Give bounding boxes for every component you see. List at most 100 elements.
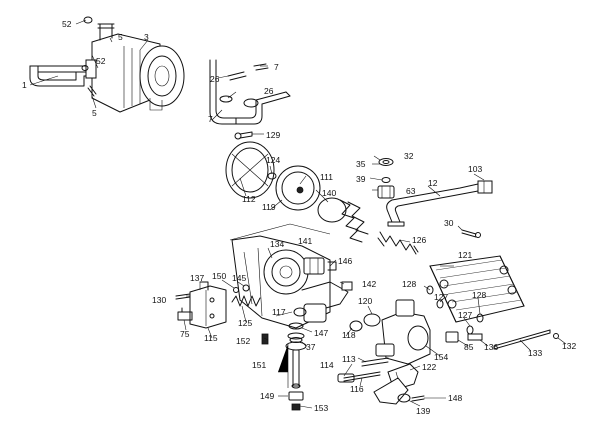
screw-153 bbox=[291, 403, 301, 411]
callout-115: 115 bbox=[204, 333, 218, 343]
screw-30 bbox=[461, 229, 481, 238]
callout-30: 30 bbox=[444, 218, 454, 228]
ring-147 bbox=[288, 322, 304, 330]
washer-32 bbox=[378, 158, 394, 166]
callout-7: 7 bbox=[274, 62, 279, 72]
callout-116: 116 bbox=[350, 384, 364, 394]
callout-52: 52 bbox=[62, 19, 72, 29]
heat-exchanger-121 bbox=[429, 255, 525, 323]
callout-142: 142 bbox=[362, 279, 376, 289]
callout-141: 141 bbox=[298, 236, 312, 246]
nut-132 bbox=[553, 333, 559, 339]
callout-140: 140 bbox=[322, 188, 336, 198]
callout-26: 26 bbox=[210, 74, 220, 84]
valve-body-134 bbox=[231, 235, 349, 329]
clip-52 bbox=[81, 16, 93, 71]
pin-150 bbox=[233, 287, 239, 293]
spring-125 bbox=[231, 295, 261, 307]
plug-63 bbox=[377, 185, 395, 199]
tap-139 bbox=[373, 377, 411, 405]
callout-148: 148 bbox=[448, 393, 462, 403]
insert-117 bbox=[293, 307, 307, 317]
cover-112 bbox=[225, 141, 275, 199]
callout-128: 128 bbox=[402, 279, 416, 289]
callout-147: 147 bbox=[314, 328, 328, 338]
callout-5: 5 bbox=[92, 108, 97, 118]
ring-145 bbox=[242, 284, 250, 292]
leader-lines bbox=[29, 19, 567, 409]
callout-137: 137 bbox=[190, 273, 204, 283]
plug-142 bbox=[341, 281, 353, 291]
screw-148 bbox=[411, 395, 425, 402]
clip-5 bbox=[87, 85, 97, 97]
nut-85 bbox=[445, 331, 459, 343]
insert-120 bbox=[363, 313, 381, 327]
callout-37: 37 bbox=[306, 342, 316, 352]
callout-132: 132 bbox=[562, 341, 576, 351]
rod-133 bbox=[493, 329, 551, 350]
screw-130 bbox=[175, 293, 191, 300]
bypass-pipe-1 bbox=[29, 65, 93, 87]
spring-126 bbox=[377, 231, 419, 255]
nut-149 bbox=[288, 391, 304, 401]
callout-labels: 1 52 52 5 3 5 26 26 7 7 129 32 35 39 63 … bbox=[22, 19, 576, 416]
callout-146: 146 bbox=[338, 256, 352, 266]
callout-1: 1 bbox=[22, 80, 27, 90]
sensor-113 bbox=[361, 357, 389, 367]
callout-52: 52 bbox=[96, 56, 106, 66]
pump-3 bbox=[85, 23, 185, 113]
callout-136: 136 bbox=[484, 342, 498, 352]
callout-128: 128 bbox=[472, 290, 486, 300]
callout-114: 114 bbox=[320, 360, 334, 370]
callout-122: 122 bbox=[422, 362, 436, 372]
callout-150: 150 bbox=[212, 271, 226, 281]
diaphragm-111 bbox=[275, 165, 321, 211]
callout-113: 113 bbox=[342, 354, 356, 364]
callout-12: 12 bbox=[428, 178, 438, 188]
callout-127: 127 bbox=[434, 292, 448, 302]
callout-32: 32 bbox=[404, 151, 414, 161]
callout-112: 112 bbox=[242, 194, 256, 204]
callout-26: 26 bbox=[264, 86, 274, 96]
callout-103: 103 bbox=[468, 164, 482, 174]
nipple-146 bbox=[327, 261, 337, 271]
callout-111: 111 bbox=[320, 172, 333, 182]
callout-5: 5 bbox=[118, 32, 123, 42]
callout-134: 134 bbox=[270, 239, 284, 249]
pipe-12 bbox=[386, 180, 493, 227]
callout-75: 75 bbox=[180, 329, 190, 339]
bracket-115 bbox=[189, 285, 227, 329]
fitting-118 bbox=[349, 320, 363, 332]
callout-127: 127 bbox=[458, 310, 472, 320]
callout-120: 120 bbox=[358, 296, 372, 306]
callout-153: 153 bbox=[314, 403, 328, 413]
valve-housing-154 bbox=[375, 299, 431, 365]
frame-141 bbox=[229, 223, 331, 241]
callout-154: 154 bbox=[434, 352, 448, 362]
callout-139: 139 bbox=[416, 406, 430, 416]
callout-3: 3 bbox=[144, 32, 149, 42]
callout-126: 126 bbox=[412, 235, 426, 245]
callout-63: 63 bbox=[406, 186, 416, 196]
callout-130: 130 bbox=[152, 295, 166, 305]
connector-137 bbox=[199, 281, 209, 291]
callout-117: 117 bbox=[272, 307, 286, 317]
callout-125: 125 bbox=[238, 318, 252, 328]
callout-133: 133 bbox=[528, 348, 542, 358]
callout-39: 39 bbox=[356, 174, 366, 184]
callout-35: 35 bbox=[356, 159, 366, 169]
callout-85: 85 bbox=[464, 342, 474, 352]
screw-152 bbox=[261, 333, 269, 345]
ring-37 bbox=[289, 337, 303, 343]
callout-124: 124 bbox=[266, 155, 280, 165]
callout-119: 119 bbox=[262, 202, 276, 212]
callout-151: 151 bbox=[252, 360, 266, 370]
pipe-7 bbox=[209, 59, 291, 125]
callout-118: 118 bbox=[342, 330, 356, 340]
clip-75 bbox=[177, 307, 193, 321]
callout-149: 149 bbox=[260, 391, 274, 401]
callout-129: 129 bbox=[266, 130, 280, 140]
screw-136 bbox=[467, 333, 483, 341]
spring-140 bbox=[317, 197, 369, 243]
